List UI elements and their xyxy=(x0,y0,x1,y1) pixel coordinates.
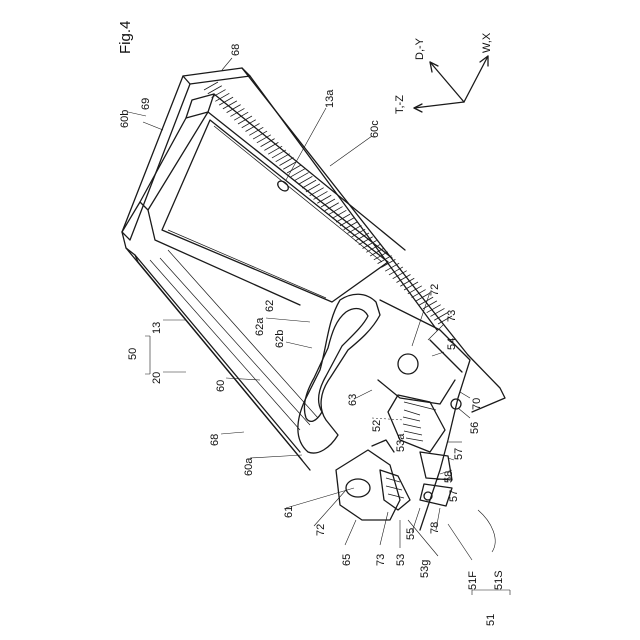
label-56: 56 xyxy=(469,422,481,434)
label-layer: Fig.4 D,-Y W,X T,-Z 68 69 60b 13a 60c 50… xyxy=(117,21,505,626)
label-65: 65 xyxy=(341,554,353,566)
figure-title: Fig.4 xyxy=(117,21,134,54)
leader-lines xyxy=(128,58,510,595)
battery-pack-drawing xyxy=(122,68,505,530)
hole-13a xyxy=(276,179,290,193)
axis-label-t-z: T,-Z xyxy=(394,95,406,114)
label-53g: 53g xyxy=(419,560,431,578)
label-52: 52 xyxy=(371,420,383,432)
label-54: 54 xyxy=(446,338,458,350)
boss-72-left xyxy=(346,479,370,497)
label-60c: 60c xyxy=(369,120,381,138)
label-70: 70 xyxy=(471,398,483,410)
label-57-lower: 57 xyxy=(448,490,460,502)
label-62: 62 xyxy=(264,300,276,312)
label-60b: 60b xyxy=(119,110,131,128)
top-end-cap xyxy=(122,68,250,240)
label-57-upper: 57 xyxy=(453,448,465,460)
label-69: 69 xyxy=(140,98,152,110)
label-53a: 53a xyxy=(395,433,407,452)
label-60a: 60a xyxy=(243,457,255,476)
lower-tray-lines xyxy=(150,250,318,430)
label-58: 58 xyxy=(443,471,455,483)
label-72-left: 72 xyxy=(315,524,327,536)
label-60: 60 xyxy=(215,380,227,392)
axes-indicator xyxy=(414,56,488,112)
axis-label-d-y: D,-Y xyxy=(414,37,426,60)
label-73-right: 73 xyxy=(446,310,458,322)
label-61: 61 xyxy=(283,506,295,518)
label-13: 13 xyxy=(151,322,163,334)
axis-label-w-x: W,X xyxy=(481,32,493,53)
label-50: 50 xyxy=(127,348,139,360)
label-51: 51 xyxy=(485,614,497,626)
label-51F: 51F xyxy=(467,571,479,590)
boss-72-right xyxy=(398,354,418,374)
label-73-left: 73 xyxy=(375,554,387,566)
label-62a: 62a xyxy=(254,317,266,336)
label-68-top: 68 xyxy=(230,44,242,56)
label-13a: 13a xyxy=(324,89,336,108)
label-20: 20 xyxy=(151,372,163,384)
label-63: 63 xyxy=(347,394,359,406)
case-body-outline xyxy=(122,68,505,470)
label-78: 78 xyxy=(429,522,441,534)
label-62b: 62b xyxy=(274,330,286,348)
handle-62 xyxy=(298,294,380,453)
label-53: 53 xyxy=(395,554,407,566)
label-51S: 51S xyxy=(493,570,505,590)
label-55: 55 xyxy=(405,528,417,540)
label-68-bottom: 68 xyxy=(209,434,221,446)
label-72-right: 72 xyxy=(429,284,441,296)
